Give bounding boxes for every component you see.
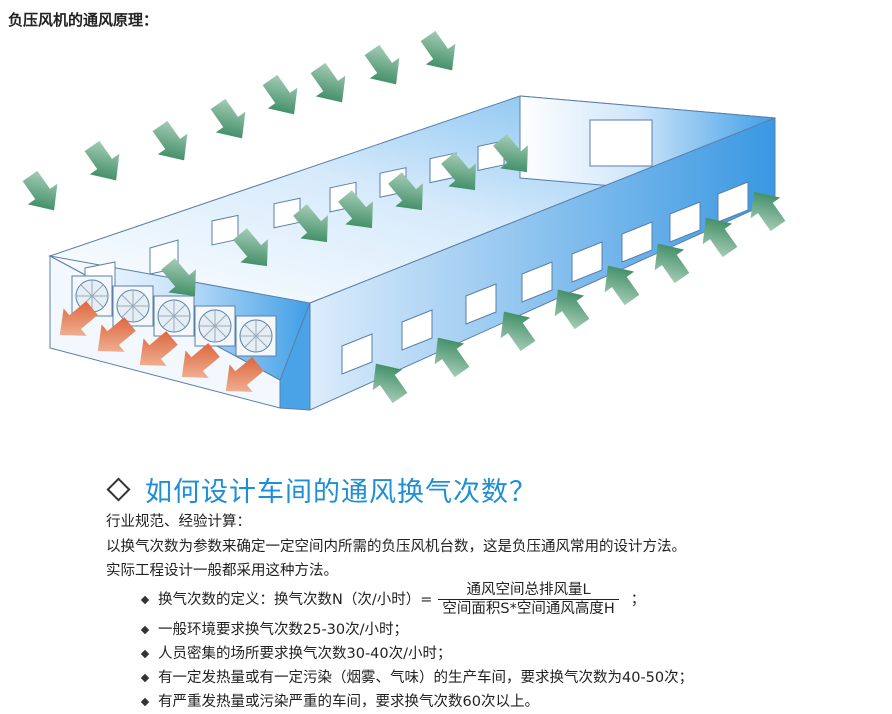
fan-icon: [235, 315, 277, 357]
list-item-text: 一般环境要求换气次数25-30次/小时；: [158, 622, 409, 638]
list-item-text: 人员密集的场所要求换气次数30-40次/小时；: [158, 646, 452, 662]
ventilation-diagram: [15, 28, 793, 411]
bullet-icon: [140, 625, 150, 635]
fan-icon: [112, 285, 154, 327]
formula-numerator: 通风空间总排风量L: [466, 581, 591, 598]
list-item: 换气次数的定义：换气次数N（次/小时）= 通风空间总排风量L 空间面积S*空间通…: [138, 582, 693, 618]
page-title: 负压风机的通风原理：: [8, 11, 159, 29]
section-heading: 如何设计车间的通风换气次数？: [106, 470, 537, 509]
paragraph: 以换气次数为参数来确定一定空间内所需的负压风机台数，这是负压通风常用的设计方法。: [106, 539, 686, 555]
formula-fraction: 通风空间总排风量L 空间面积S*空间通风高度H: [438, 581, 619, 619]
requirements-list: 换气次数的定义：换气次数N（次/小时）= 通风空间总排风量L 空间面积S*空间通…: [138, 582, 693, 714]
exhaust-fans: [71, 275, 277, 357]
paragraph: 行业规范、经验计算：: [106, 514, 251, 530]
bullet-icon: [140, 595, 150, 605]
bullet-icon: [140, 673, 150, 683]
bullet-icon: [140, 697, 150, 707]
diamond-outline-icon: [106, 477, 131, 502]
list-item: 一般环境要求换气次数25-30次/小时；: [138, 618, 693, 642]
fan-icon: [153, 295, 195, 337]
list-item: 有一定发热量或有一定污染（烟雾、气味）的生产车间，要求换气次数为40-50次；: [138, 666, 693, 690]
list-item-text: 有严重发热量或污染严重的车间，要求换气次数60次以上。: [158, 694, 539, 710]
fan-icon: [194, 305, 236, 347]
list-item: 人员密集的场所要求换气次数30-40次/小时；: [138, 642, 693, 666]
bullet-icon: [140, 649, 150, 659]
paragraph: 实际工程设计一般都采用这种方法。: [106, 563, 338, 579]
list-item: 有严重发热量或污染严重的车间，要求换气次数60次以上。: [138, 690, 693, 714]
section-title: 如何设计车间的通风换气次数？: [145, 477, 537, 508]
list-item-text: 有一定发热量或有一定污染（烟雾、气味）的生产车间，要求换气次数为40-50次；: [158, 670, 694, 686]
formula-suffix: ；: [630, 592, 646, 608]
formula-label: 换气次数的定义：换气次数N（次/小时）=: [158, 592, 433, 608]
formula-denominator: 空间面积S*空间通风高度H: [438, 598, 619, 619]
